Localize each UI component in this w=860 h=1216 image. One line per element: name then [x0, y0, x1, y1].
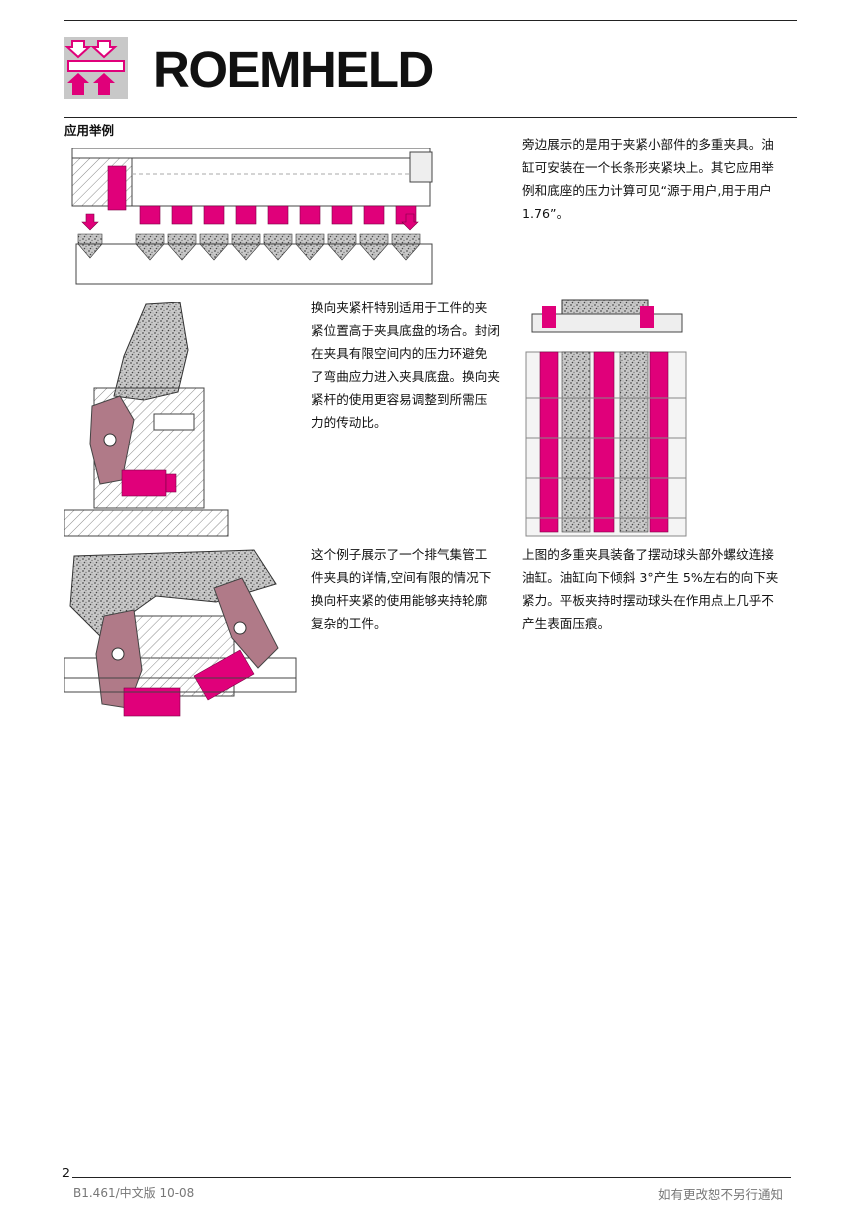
header-rule	[64, 117, 797, 118]
swing-lever-clamp-figure	[64, 302, 229, 537]
text-line: 缸可安装在一个长条形夹紧块上。其它应用举	[522, 160, 774, 175]
brand-name: ROEMHELD	[153, 41, 434, 98]
text-line: 了弯曲应力进入夹具底盘。换向夹	[311, 369, 500, 384]
text-line: 件夹具的详情,空间有限的情况下	[311, 570, 492, 585]
document-code: B1.461/中文版 10-08	[73, 1186, 195, 1200]
text-line: 换向夹紧杆特别适用于工件的夹	[311, 300, 488, 315]
text-line: 紧力。平板夹持时摆动球头在作用点上几乎不	[522, 593, 774, 608]
text-line: 油缸。油缸向下倾斜 3°产生 5%左右的向下夹	[522, 570, 779, 585]
multi-clamp-fixture-figure	[71, 148, 433, 285]
text-line: 紧位置高于夹具底盘的场合。封闭	[311, 323, 500, 338]
text-line: 上图的多重夹具装备了摆动球头部外螺纹连接	[522, 547, 774, 562]
text-line: 产生表面压痕。	[522, 616, 611, 631]
text-line: 旁边展示的是用于夹紧小部件的多重夹具。油	[522, 137, 774, 152]
text-line: 在夹具有限空间内的压力环避免	[311, 346, 488, 361]
paragraph-swing-lever: 换向夹紧杆特别适用于工件的夹 紧位置高于夹具底盘的场合。封闭 在夹具有限空间内的…	[311, 296, 504, 434]
top-rule	[64, 20, 797, 21]
paragraph-swivel-heads: 上图的多重夹具装备了摆动球头部外螺纹连接 油缸。油缸向下倾斜 3°产生 5%左右…	[522, 543, 784, 635]
footer-rule	[72, 1177, 791, 1178]
text-line: 这个例子展示了一个排气集管工	[311, 547, 488, 562]
multi-clamp-with-swivel-heads-figure	[525, 299, 687, 537]
press-clamp-logo-icon	[64, 37, 128, 99]
text-line: 复杂的工件。	[311, 616, 387, 631]
text-line: 例和底座的压力计算可见“源于用户,用于用户	[522, 183, 772, 198]
change-notice: 如有更改恕不另行通知	[658, 1187, 784, 1202]
text-line: 换向杆夹紧的使用能够夹持轮廓	[311, 593, 488, 608]
text-line: 力的传动比。	[311, 415, 387, 430]
paragraph-manifold: 这个例子展示了一个排气集管工 件夹具的详情,空间有限的情况下 换向杆夹紧的使用能…	[311, 543, 504, 635]
page-number: 2	[62, 1165, 70, 1180]
section-title: 应用举例	[64, 123, 115, 138]
paragraph-multi-clamp: 旁边展示的是用于夹紧小部件的多重夹具。油 缸可安装在一个长条形夹紧块上。其它应用…	[522, 133, 784, 225]
text-line: 紧杆的使用更容易调整到所需压	[311, 392, 488, 407]
text-line: 1.76”。	[522, 206, 570, 221]
exhaust-manifold-fixture-figure	[64, 549, 297, 717]
